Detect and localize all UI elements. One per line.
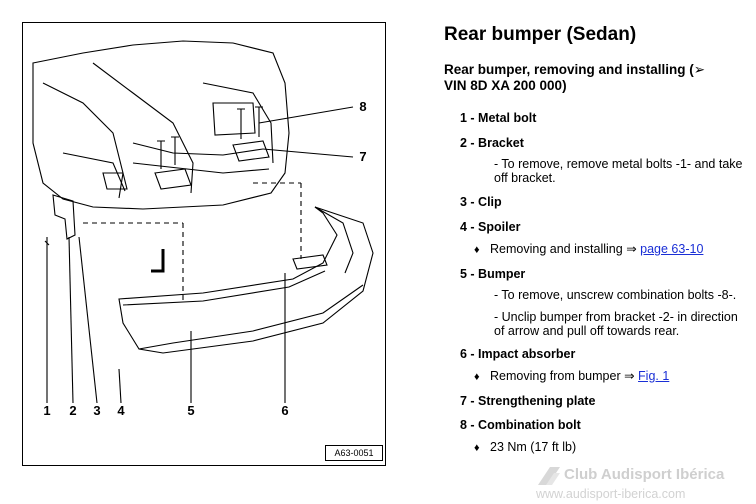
item-4-bullet-text: Removing and installing ⇒ — [490, 242, 637, 256]
item-4-bullet: ♦ Removing and installing ⇒ page 63-10 — [474, 241, 750, 257]
item-8-bullet-text: 23 Nm (17 ft lb) — [490, 440, 577, 454]
item-3-title: 3 - Clip — [460, 195, 502, 209]
item-1-title: 1 - Metal bolt — [460, 111, 537, 125]
page-title: Rear bumper (Sedan) — [444, 24, 637, 45]
item-7-title: 7 - Strengthening plate — [460, 394, 596, 408]
callout-3: 3 — [93, 403, 100, 418]
link-page-63-10[interactable]: page 63-10 — [640, 242, 704, 256]
subtitle-line-2: VIN 8D XA 200 000) — [444, 78, 567, 93]
callout-6: 6 — [281, 403, 288, 418]
exploded-view-figure: 1 2 3 4 5 6 7 8 A63-0051 — [22, 22, 386, 466]
callout-7: 7 — [359, 149, 366, 164]
item-8-bullet: ♦ 23 Nm (17 ft lb) — [474, 439, 750, 455]
item-6-bullet-text: Removing from bumper ⇒ — [490, 369, 635, 383]
arrow-right-icon: ➢ — [693, 62, 706, 77]
item-6-bullet: ♦ Removing from bumper ⇒ Fig. 1 — [474, 368, 750, 384]
item-6-title: 6 - Impact absorber — [460, 347, 576, 361]
subtitle-line-1: Rear bumper, removing and installing ( — [444, 62, 694, 77]
item-4-title: 4 - Spoiler — [460, 220, 521, 234]
watermark: Club Audisport Ibérica www.audisport-ibe… — [536, 465, 756, 504]
item-5-desc-2: - Unclip bumper from bracket -2- in dire… — [494, 310, 738, 338]
figure-code: A63-0051 — [325, 445, 383, 461]
callout-5: 5 — [187, 403, 194, 418]
callout-1: 1 — [43, 403, 50, 418]
item-5-title: 5 - Bumper — [460, 267, 526, 281]
item-2-desc: - To remove, remove metal bolts -1- and … — [494, 157, 743, 185]
watermark-name: Club Audisport Ibérica — [564, 466, 725, 483]
diamond-bullet-icon: ♦ — [474, 244, 480, 256]
club-logo-icon — [538, 467, 560, 485]
item-8-title: 8 - Combination bolt — [460, 418, 581, 432]
item-2-title: 2 - Bracket — [460, 136, 524, 150]
link-fig-1[interactable]: Fig. 1 — [638, 369, 670, 383]
page-subtitle: Rear bumper, removing and installing (➢ … — [444, 62, 749, 94]
bumper-diagram: 1 2 3 4 5 6 7 8 — [32, 40, 374, 418]
watermark-url: www.audisport-iberica.com — [536, 487, 686, 501]
callout-2: 2 — [69, 403, 76, 418]
callout-8: 8 — [359, 99, 366, 114]
diamond-bullet-icon: ♦ — [474, 371, 480, 383]
callout-4: 4 — [117, 403, 125, 418]
diamond-bullet-icon: ♦ — [474, 442, 480, 454]
legend-list: 1 - Metal bolt 2 - Bracket - To remove, … — [460, 110, 750, 455]
item-5-desc-1: - To remove, unscrew combination bolts -… — [494, 288, 737, 302]
